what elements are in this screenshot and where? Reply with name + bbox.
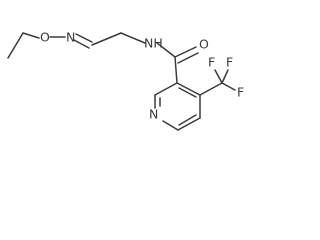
- atom-o-ether: O: [40, 30, 50, 45]
- bond-cf3-f-top-right: [221, 69, 229, 84]
- atom-n-pyridine: N: [149, 107, 158, 122]
- bond-ring-cf3: [199, 82, 223, 96]
- bond-nh-carbonyl-c: [156, 42, 176, 58]
- atom-f-top-right: F: [226, 55, 233, 70]
- bond-chain-2: [120, 32, 146, 44]
- bond-carbonyl-double-a: [174, 46, 197, 58]
- ring-inner-c5-c6: [178, 114, 197, 126]
- ring-bond-c6-n: [162, 120, 179, 131]
- bonds: [7, 32, 236, 131]
- atom-o-carbonyl: O: [199, 37, 209, 52]
- atom-n-oxime: N: [66, 30, 75, 45]
- ring-bond-c2-c3: [154, 82, 178, 96]
- chemical-structure-diagram: O N NH O N F F F: [7, 30, 244, 131]
- bond-n-c-double-b: [73, 39, 90, 49]
- atom-nh-amide: NH: [144, 36, 163, 51]
- bond-chain-1: [91, 32, 122, 46]
- bond-cf3-f-top-left: [214, 69, 223, 84]
- ring-inner-c3-c4: [178, 87, 197, 98]
- ring-bond-c5-c6: [177, 117, 201, 131]
- bond-carbonyl-ring: [174, 56, 178, 84]
- bond-methylene-o-ether: [22, 32, 40, 39]
- atom-labels: O N NH O N F F F: [40, 30, 244, 122]
- atom-f-right: F: [237, 85, 244, 100]
- bond-cf3-f-right: [221, 82, 236, 91]
- bond-methyl-methylene: [7, 32, 24, 59]
- ring-bond-c3-c4: [176, 82, 201, 96]
- bond-carbonyl-double-b: [177, 52, 199, 64]
- bond-n-c-double-a: [75, 33, 93, 43]
- atom-f-top-left: F: [208, 55, 215, 70]
